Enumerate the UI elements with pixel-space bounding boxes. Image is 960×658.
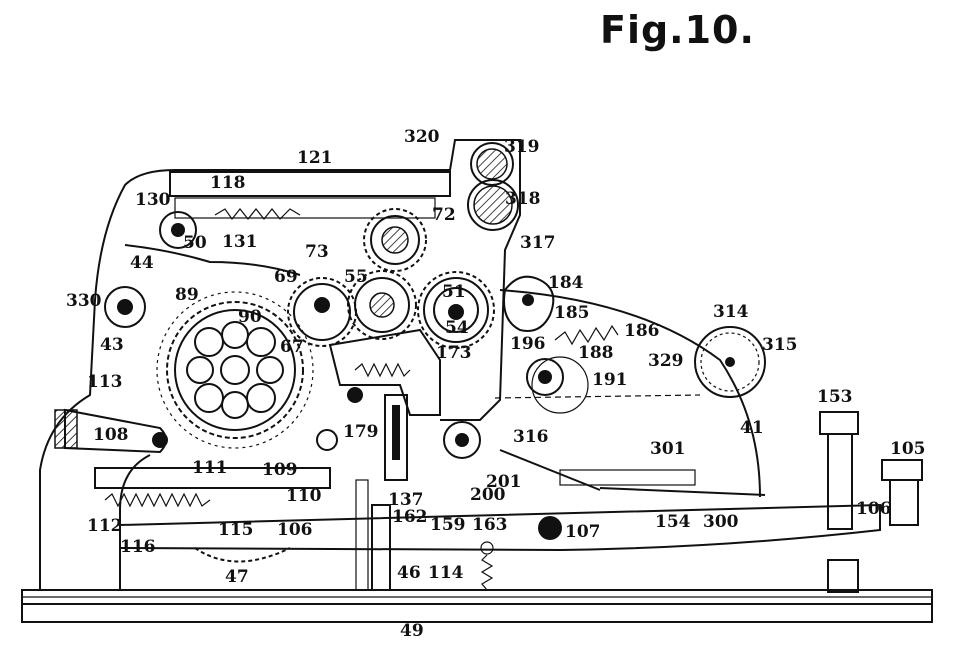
callout-label: 121 (297, 148, 333, 168)
callout-label: 153 (817, 387, 853, 407)
gear-163 (443, 421, 481, 459)
callout-label: 131 (222, 232, 258, 252)
callout-label: 90 (238, 307, 262, 327)
gear-55 (347, 270, 417, 340)
callout-label: 73 (305, 242, 329, 262)
callout-label: 173 (436, 343, 472, 363)
lever-108 (54, 408, 168, 454)
callout-label: 154 (655, 512, 691, 532)
column-46 (355, 479, 391, 591)
callout-label: 106 (856, 499, 892, 519)
callout-label: 112 (87, 516, 123, 536)
callout-label: 201 (486, 472, 522, 492)
callout-label: 44 (130, 253, 154, 273)
callout-label: 185 (554, 303, 590, 323)
callout-label: 320 (404, 127, 440, 147)
callout-label: 162 (392, 507, 428, 527)
callout-label: 54 (445, 318, 469, 338)
gear-73 (363, 208, 427, 272)
callout-label: 110 (286, 486, 322, 506)
callout-label: 318 (505, 189, 541, 209)
callout-label: 191 (592, 370, 628, 390)
callout-label: 188 (578, 343, 614, 363)
callout-label: 50 (183, 233, 207, 253)
lever-154 (119, 503, 881, 552)
callout-label: 200 (470, 485, 506, 505)
callout-label: 137 (388, 490, 424, 510)
callout-label: 186 (624, 321, 660, 341)
callout-label: 51 (442, 282, 466, 302)
callout-label: 184 (548, 273, 584, 293)
knob-105 (881, 459, 923, 526)
callout-labels: 320 319 121 318 118 130 72 317 131 73 50 44 184 55 69 5… (66, 127, 926, 641)
gear-51 (417, 271, 495, 349)
figure-title: Fig.10. (600, 8, 755, 52)
callout-label: 43 (100, 335, 124, 355)
guide-line-329 (494, 394, 701, 399)
callout-label: 130 (135, 190, 171, 210)
spring-118 (214, 208, 301, 221)
gear-69 (287, 277, 357, 347)
callout-label: 301 (650, 439, 686, 459)
callout-label: 109 (262, 460, 298, 480)
callout-label: 196 (510, 334, 546, 354)
knob-153 (819, 411, 859, 593)
callout-label: 55 (344, 267, 368, 287)
callout-label: 47 (225, 567, 249, 587)
callout-label: 111 (192, 458, 228, 478)
base-plate (21, 589, 933, 623)
callout-label: 315 (762, 335, 798, 355)
bar-111 (94, 467, 331, 489)
callout-label: 105 (890, 439, 926, 459)
callout-label: 69 (274, 267, 298, 287)
callout-label: 329 (648, 351, 684, 371)
lever-184 (503, 275, 555, 332)
spring-116 (104, 492, 211, 508)
callout-label: 72 (432, 205, 456, 225)
callout-label: 330 (66, 291, 102, 311)
callout-label: 159 (430, 515, 466, 535)
roller-179 (316, 429, 338, 451)
spring-186 (554, 324, 619, 346)
callout-label: 114 (428, 563, 464, 583)
callout-label: 89 (175, 285, 199, 305)
callout-label: 316 (513, 427, 549, 447)
roller-319 (470, 142, 514, 186)
gear-47 (194, 547, 291, 563)
cam-188 (526, 356, 589, 414)
callout-label: 106 (277, 520, 313, 540)
callout-label: 300 (703, 512, 739, 532)
roller-330 (104, 286, 146, 328)
ratchet-89 (156, 291, 314, 449)
callout-label: 314 (713, 302, 749, 322)
callout-label: 179 (343, 422, 379, 442)
plate-301 (499, 449, 766, 496)
wheel-314 (694, 326, 766, 398)
callout-label: 115 (218, 520, 254, 540)
callout-label: 317 (520, 233, 556, 253)
roller-318 (467, 179, 519, 231)
large-gear-90 (166, 301, 304, 439)
callout-label: 49 (400, 621, 424, 641)
callout-label: 319 (504, 137, 540, 157)
callout-label: 46 (397, 563, 421, 583)
callout-label: 118 (210, 173, 246, 193)
spring-114 (480, 541, 494, 591)
callout-label: 113 (87, 372, 123, 392)
pawl-assembly-173 (328, 328, 441, 481)
callout-label: 41 (740, 418, 764, 438)
callout-label: 107 (565, 522, 601, 542)
callout-label: 108 (93, 425, 129, 445)
callout-label: 163 (472, 515, 508, 535)
roller-130 (159, 211, 197, 249)
callout-label: 116 (120, 537, 156, 557)
callout-label: 67 (280, 337, 304, 357)
